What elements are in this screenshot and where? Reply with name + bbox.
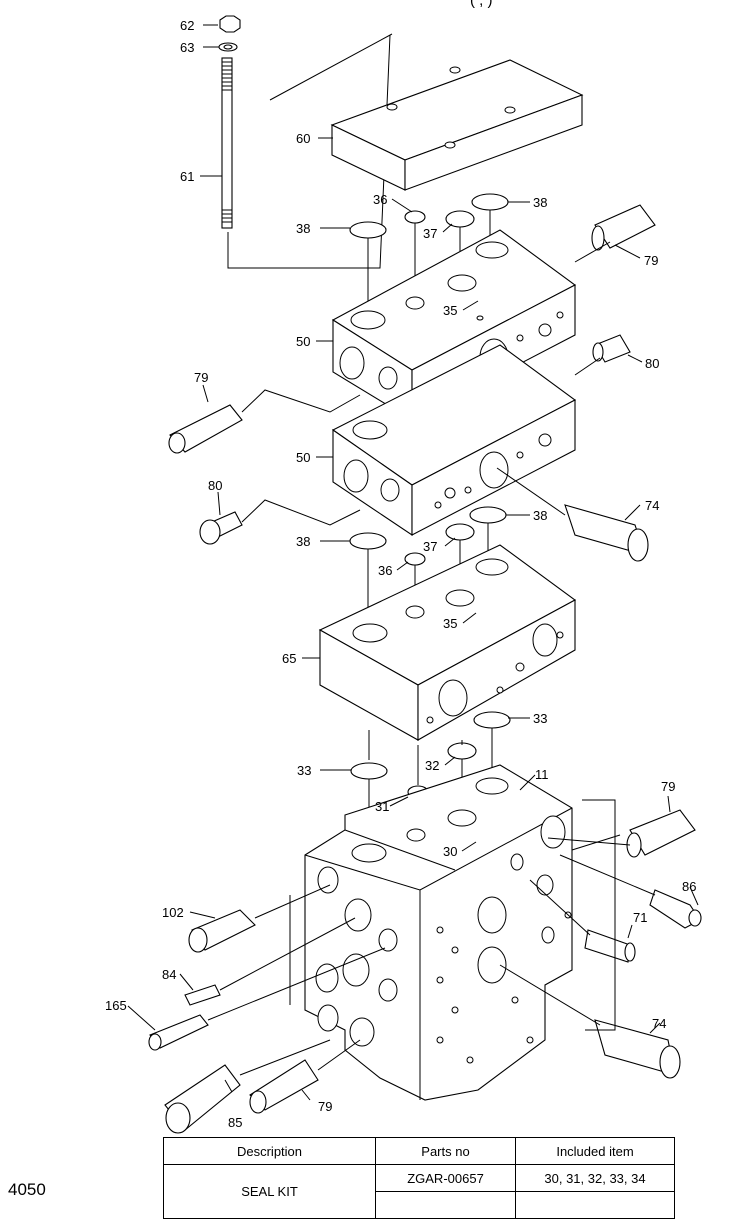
callout-84: 84 bbox=[162, 967, 176, 982]
upper-seals bbox=[349, 193, 509, 321]
callout-35-lower: 35 bbox=[443, 616, 457, 631]
callout-labels: 62 63 61 60 36 38 37 38 79 35 50 80 79 5… bbox=[105, 18, 696, 1130]
callout-50-upper: 50 bbox=[296, 334, 310, 349]
cell-empty bbox=[515, 1191, 675, 1219]
cell-parts-no: ZGAR-00657 bbox=[375, 1164, 516, 1192]
callout-74-upper: 74 bbox=[645, 498, 659, 513]
callout-33-left: 33 bbox=[297, 763, 311, 778]
callout-165: 165 bbox=[105, 998, 127, 1013]
callout-38-upper-left: 38 bbox=[296, 221, 310, 236]
bolt-assembly bbox=[218, 15, 393, 269]
callout-79-lower: 79 bbox=[318, 1099, 332, 1114]
callout-79-upper-right: 79 bbox=[644, 253, 658, 268]
section-50-lower bbox=[331, 344, 577, 537]
column-header-description: Description bbox=[163, 1137, 376, 1165]
callout-36-upper: 36 bbox=[373, 192, 387, 207]
callout-80-left: 80 bbox=[208, 478, 222, 493]
cover-plate bbox=[330, 59, 584, 191]
main-body bbox=[304, 764, 573, 1101]
cell-empty bbox=[375, 1191, 516, 1219]
middle-seals bbox=[349, 506, 507, 636]
callout-33-right: 33 bbox=[533, 711, 547, 726]
cell-description: SEAL KIT bbox=[163, 1164, 376, 1219]
callout-38-middle-left: 38 bbox=[296, 534, 310, 549]
callout-37-upper: 37 bbox=[423, 226, 437, 241]
callout-62: 62 bbox=[180, 18, 194, 33]
callout-36-lower: 36 bbox=[378, 563, 392, 578]
callout-30: 30 bbox=[443, 844, 457, 859]
callout-60: 60 bbox=[296, 131, 310, 146]
callout-38-middle-right: 38 bbox=[533, 508, 547, 523]
section-65 bbox=[318, 544, 577, 741]
section-50-fittings bbox=[168, 204, 656, 562]
callout-65: 65 bbox=[282, 651, 296, 666]
callout-85: 85 bbox=[228, 1115, 242, 1130]
table-header-row: Description Parts no Included item bbox=[163, 1137, 675, 1165]
callout-50-lower: 50 bbox=[296, 450, 310, 465]
seal-kit-table: Description Parts no Included item SEAL … bbox=[163, 1137, 675, 1219]
callout-80-right: 80 bbox=[645, 356, 659, 371]
callout-37-lower: 37 bbox=[423, 539, 437, 554]
callout-38-upper-right: 38 bbox=[533, 195, 547, 210]
callout-32: 32 bbox=[425, 758, 439, 773]
callout-35-upper: 35 bbox=[443, 303, 457, 318]
column-header-parts-no: Parts no bbox=[375, 1137, 516, 1165]
callout-11: 11 bbox=[535, 767, 549, 782]
table-row: SEAL KIT ZGAR-00657 30, 31, 32, 33, 34 bbox=[163, 1164, 675, 1219]
callout-102: 102 bbox=[162, 905, 184, 920]
page-number: 4050 bbox=[8, 1180, 46, 1199]
callout-86: 86 bbox=[682, 879, 696, 894]
callout-79-body-right: 79 bbox=[661, 779, 675, 794]
callout-71: 71 bbox=[633, 910, 647, 925]
callout-31: 31 bbox=[375, 799, 389, 814]
callout-79-left: 79 bbox=[194, 370, 208, 385]
column-header-included-item: Included item bbox=[515, 1137, 675, 1165]
leader-lines bbox=[127, 24, 699, 1101]
callout-61: 61 bbox=[180, 169, 194, 184]
callout-63: 63 bbox=[180, 40, 194, 55]
header-fragment: ( , ) bbox=[470, 0, 493, 9]
callout-74-lower: 74 bbox=[652, 1016, 666, 1031]
body-fittings bbox=[148, 799, 702, 1134]
cell-included-item: 30, 31, 32, 33, 34 bbox=[515, 1164, 675, 1192]
